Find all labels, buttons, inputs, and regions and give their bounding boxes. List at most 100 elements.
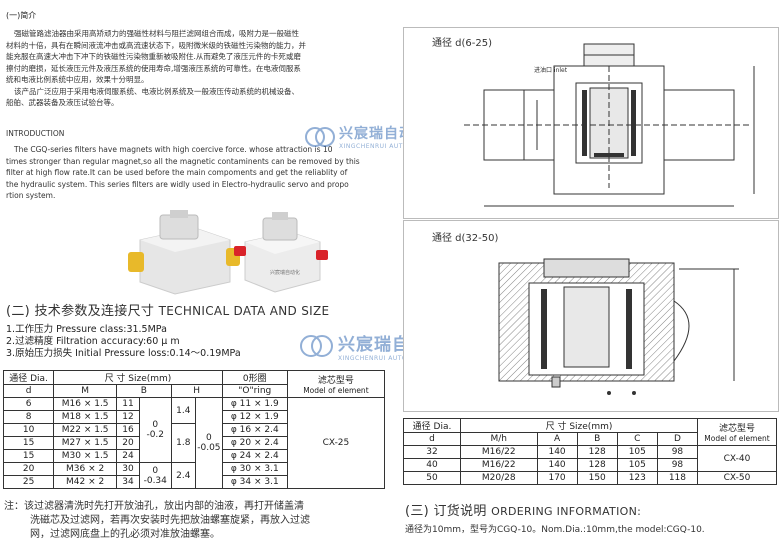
- th-model-en: Model of element: [303, 386, 369, 395]
- cell-h-tol-b: -0.05: [197, 443, 221, 453]
- watermark-en: XINGCHENRUI AUTOMATION: [339, 143, 435, 150]
- th-d: d: [2, 384, 55, 398]
- th-B: B: [116, 384, 172, 398]
- cell-d: 10: [2, 423, 55, 437]
- cell-d: 20: [2, 462, 55, 476]
- cell-h-tol-a: 0: [206, 433, 212, 443]
- cell-oring: φ 34 × 3.1: [221, 475, 288, 489]
- cell-M: M22 × 1.5: [53, 423, 118, 437]
- cell-oring: φ 20 × 2.4: [221, 436, 288, 450]
- cell-tol-a: 0: [152, 465, 159, 476]
- cell-M: M16 × 1.5: [53, 397, 118, 411]
- th-oring2: "O"ring: [221, 384, 288, 398]
- cell-d: 15: [2, 436, 55, 450]
- cell-tol: 0-0.34: [138, 462, 172, 489]
- th-model-en: Model of element: [704, 434, 770, 443]
- cell-dd: 98: [656, 458, 699, 472]
- cell-h-tol: 0-0.05: [195, 397, 223, 489]
- intro-line: 强磁管路滤油器由采用高矫顽力的强磁性材料与阻拦滤网组合而成，吸附力是一般磁性: [14, 29, 299, 38]
- cell-d: 6: [2, 397, 55, 411]
- cell-b: 12: [116, 410, 140, 424]
- cell-b: 128: [576, 445, 618, 459]
- cell-oring: φ 11 × 1.9: [221, 397, 288, 411]
- table-row: 32 M16/22 140 128 105 98 CX-40: [403, 445, 777, 472]
- th-d: d: [403, 432, 461, 446]
- drawing-title: 通径 d(6-25): [432, 38, 493, 49]
- table-row: 40 M16/22 140 128 105 98: [403, 458, 777, 472]
- intro-en-heading: INTRODUCTION: [6, 129, 65, 138]
- th-size: 尺 寸 Size(mm): [53, 370, 223, 385]
- intro-chinese: 强磁管路滤油器由采用高矫顽力的强磁性材料与阻拦滤网组合而成，吸附力是一般磁性 材…: [6, 28, 386, 109]
- logo-icon: [305, 126, 335, 147]
- table-row: 10 M22 × 1.5 16 1.8 φ 16 × 2.4: [2, 423, 385, 463]
- drawing-title: 通径 d(32-50): [432, 233, 499, 244]
- cell-b: 16: [116, 423, 140, 437]
- cell-a: 170: [536, 471, 578, 485]
- cell-M: M27 × 1.5: [53, 436, 118, 450]
- cross-section-small: 进油口 inlet: [464, 43, 755, 207]
- intro-en-line: The CGQ-series filters have magnets with…: [14, 145, 333, 154]
- product-photo: 兴宸瑞自动化: [128, 210, 328, 295]
- intro-line: 擦付的磨损，延长液压元件及液压系统的使用寿命,增强液压系统的可靠性。在电液伺服系: [6, 63, 301, 73]
- note-line: 注：该过滤器清洗时先打开放油孔，放出内部的油液，再打开储盖清: [4, 501, 304, 512]
- cell-a: 140: [536, 445, 578, 459]
- intro-line: 材料的十倍，具有在瞬间液流冲击或高流速状态下，吸附微米级的铁磁性污染物的能力，并: [6, 40, 306, 50]
- cell-h: 1.4: [170, 397, 197, 424]
- cell-tol-b: -0.2: [146, 430, 165, 440]
- cell-b: 24: [116, 449, 140, 463]
- cell-tol-b: -0.34: [143, 475, 167, 486]
- ordering-heading-en: ORDERING INFORMATION:: [491, 505, 642, 518]
- watermark-en: XINGCHENRUI AUTOMATION: [338, 355, 434, 362]
- intro-en-line: the hydraulic system. This series filter…: [6, 179, 349, 189]
- cell-h: 1.8: [170, 423, 197, 463]
- intro-line: 该产品广泛应用于采用电液伺服系统、电液比例系统及一般液压传动系统的机械设备、: [14, 86, 299, 96]
- cell-dd: 118: [656, 471, 699, 485]
- intro-en-line: filter at high flow rate.It can be used …: [6, 168, 348, 177]
- cell-M: M30 × 1.5: [53, 449, 118, 463]
- ordering-heading: (三) 订货说明 ORDERING INFORMATION:: [405, 500, 641, 519]
- cell-b: 11: [116, 397, 140, 411]
- cell-d: 25: [2, 475, 55, 489]
- cell-tol: 0-0.2: [138, 397, 172, 463]
- table-row: 15 M27 × 1.5 20 φ 20 × 2.4: [2, 436, 385, 450]
- cell-b: 128: [576, 458, 618, 472]
- cell-d: 40: [403, 458, 461, 472]
- cell-M: M18 × 1.5: [53, 410, 118, 424]
- cell-model: CX-25: [286, 397, 386, 489]
- drawing-d32-50: 通径 d(32-50): [403, 220, 779, 412]
- th-mh: M/h: [460, 432, 538, 446]
- th-model-cn: 滤芯型号: [718, 424, 755, 434]
- cell-M: M42 × 2: [53, 475, 118, 489]
- cell-d: 8: [2, 410, 55, 424]
- th-model-cn: 滤芯型号: [317, 376, 354, 386]
- table-row: 15 M30 × 1.5 24 φ 24 × 2.4: [2, 449, 385, 463]
- cell-h: 2.4: [170, 462, 197, 489]
- logo-icon: [300, 335, 333, 357]
- intro-en-line: times stronger than regular magnet,so al…: [6, 156, 360, 166]
- th-c: C: [616, 432, 658, 446]
- cell-c: 105: [616, 445, 658, 459]
- cell-oring: φ 12 × 1.9: [221, 410, 288, 424]
- note-line: 网，过滤网底盘上的孔必须对准放油螺塞。: [30, 529, 220, 540]
- cross-section-large: [498, 258, 739, 395]
- cell-d: 32: [403, 445, 461, 459]
- th-oring: 0形圈: [221, 370, 288, 385]
- cell-b: 34: [116, 475, 140, 489]
- cleaning-note: 注：该过滤器清洗时先打开放油孔，放出内部的油液，再打开储盖清 洗磁芯及过滤网，若…: [4, 500, 389, 542]
- intro-english: The CGQ-series filters have magnets with…: [6, 144, 391, 202]
- ordering-heading-cn: (三) 订货说明: [405, 504, 487, 519]
- cell-b: 150: [576, 471, 618, 485]
- intro-line: 统和电液比例系统中应用，效果十分明显。: [6, 75, 149, 84]
- cell-mh: M16/22: [460, 458, 538, 472]
- th-dd: D: [656, 432, 699, 446]
- intro-line: 船舶、武器装备及液压试验台等。: [6, 98, 119, 107]
- cell-mh: M20/28: [460, 471, 538, 485]
- table-row: 50 M20/28 170 150 123 118 CX-50: [403, 471, 777, 485]
- cell-oring: φ 24 × 2.4: [221, 449, 288, 463]
- th-H: H: [170, 384, 223, 398]
- th-a: A: [536, 432, 578, 446]
- drawing-d6-25: 通径 d(6-25) 进油口 inlet: [403, 27, 779, 219]
